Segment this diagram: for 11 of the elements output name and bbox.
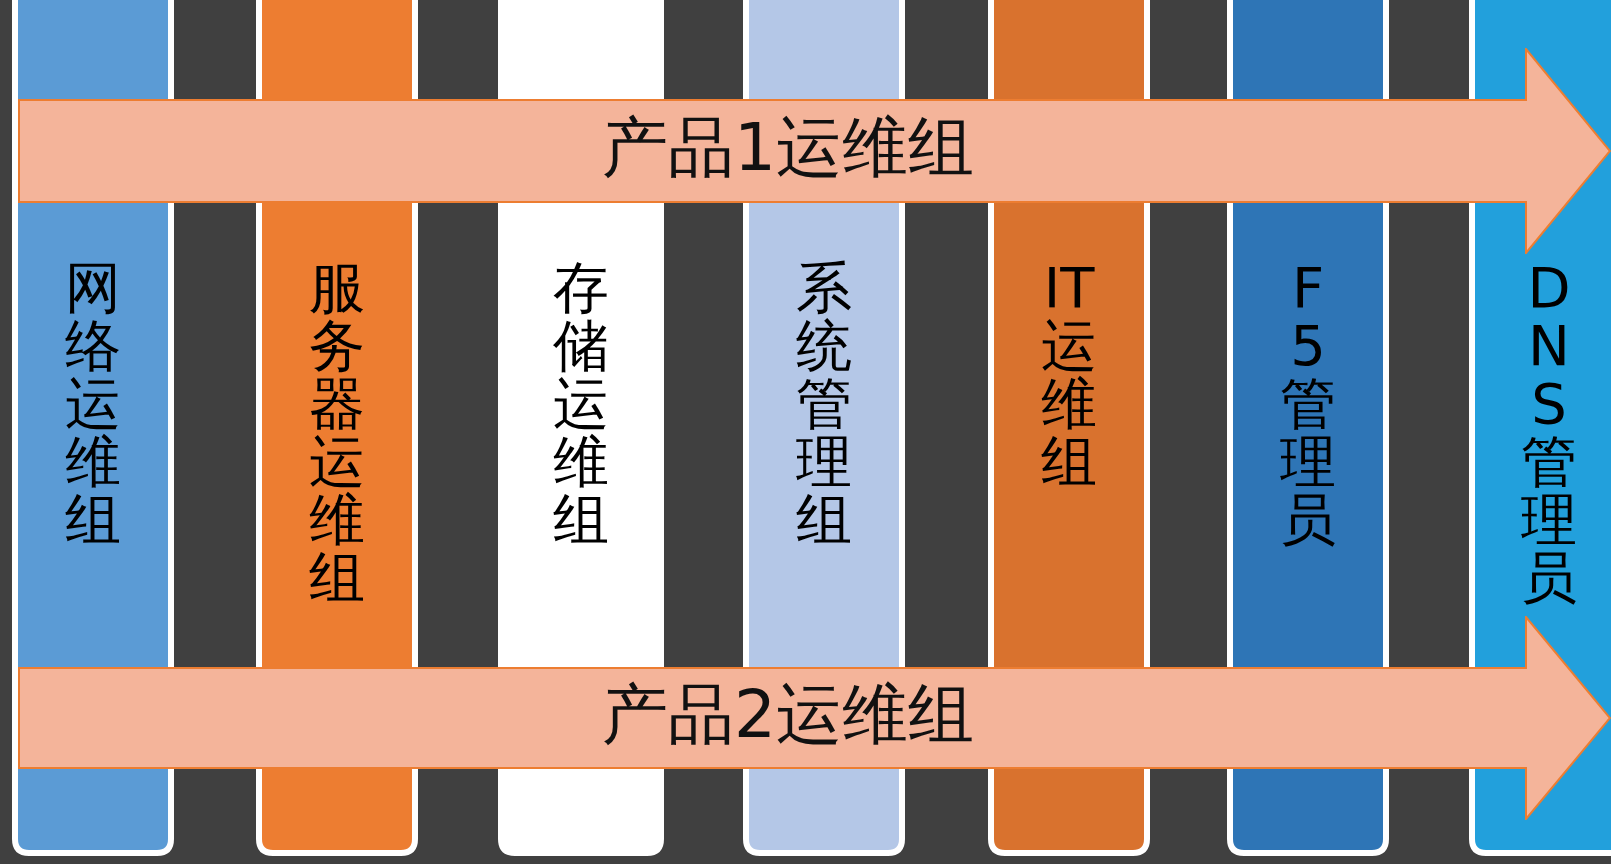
column-label: 存储运维组 <box>552 259 610 549</box>
column-label: 系统管理组 <box>795 259 853 549</box>
column-label: 网络运维组 <box>64 259 122 549</box>
arrow-label: 产品1运维组 <box>602 115 974 181</box>
column-label: 服务器运维组 <box>308 259 366 607</box>
column-label: F5管理员 <box>1279 259 1337 549</box>
group-arrow <box>18 616 1611 820</box>
column-label: IT运维组 <box>1040 259 1098 491</box>
arrow-label: 产品2运维组 <box>602 682 974 748</box>
column-label: DNS管理员 <box>1520 259 1578 607</box>
group-arrow <box>18 48 1611 254</box>
